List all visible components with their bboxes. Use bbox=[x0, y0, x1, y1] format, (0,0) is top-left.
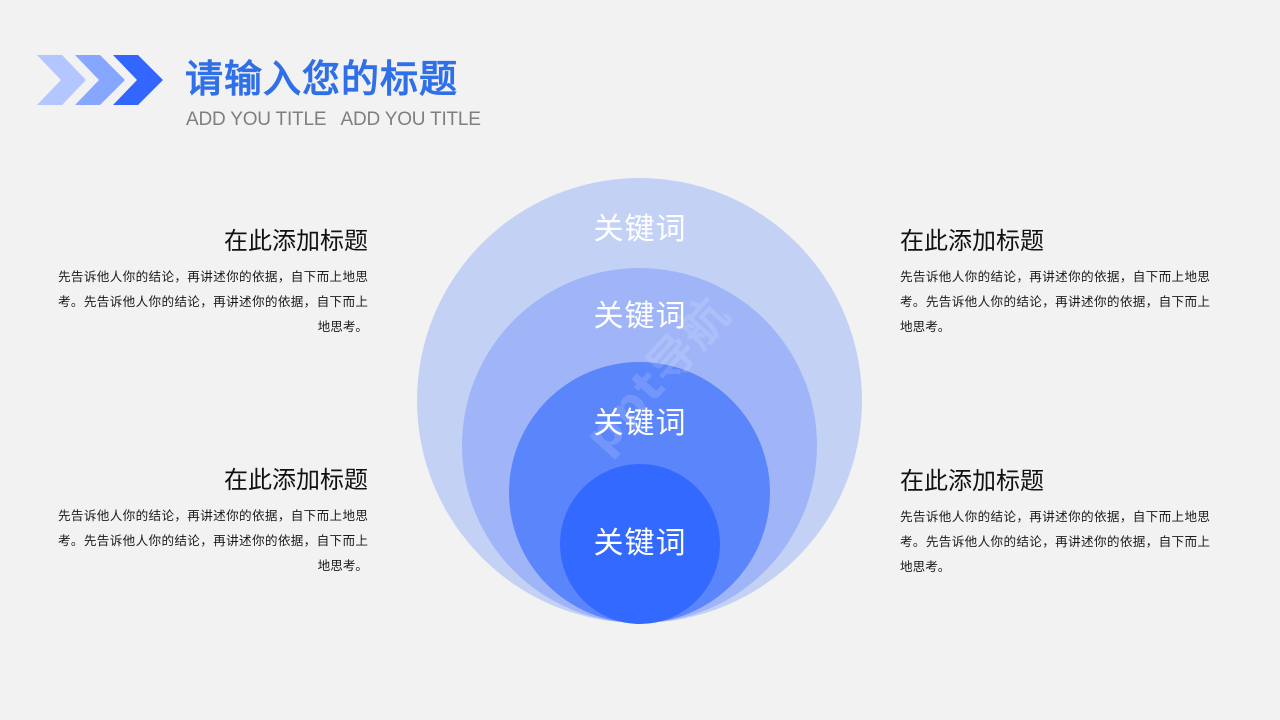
text-block-bottom-right: 在此添加标题 先告诉他人你的结论，再讲述你的依据，自下而上地思考。先告诉他人你的… bbox=[900, 464, 1210, 579]
text-block-top-right: 在此添加标题 先告诉他人你的结论，再讲述你的依据，自下而上地思考。先告诉他人你的… bbox=[900, 224, 1210, 339]
keyword-level-4: 关键词 bbox=[593, 526, 687, 561]
block-body: 先告诉他人你的结论，再讲述你的依据，自下而上地思考。先告诉他人你的结论，再讲述你… bbox=[58, 269, 368, 334]
block-body: 先告诉他人你的结论，再讲述你的依据，自下而上地思考。先告诉他人你的结论，再讲述你… bbox=[900, 509, 1210, 574]
block-body: 先告诉他人你的结论，再讲述你的依据，自下而上地思考。先告诉他人你的结论，再讲述你… bbox=[58, 508, 368, 573]
circle-level-4 bbox=[560, 464, 720, 624]
text-block-top-left: 在此添加标题 先告诉他人你的结论，再讲述你的依据，自下而上地思考。先告诉他人你的… bbox=[58, 224, 368, 339]
block-heading: 在此添加标题 bbox=[224, 227, 368, 255]
keyword-level-3: 关键词 bbox=[593, 406, 687, 441]
block-heading: 在此添加标题 bbox=[900, 467, 1044, 495]
page-subtitle: ADD YOU TITLE ADD YOU TITLE bbox=[186, 109, 481, 130]
block-heading: 在此添加标题 bbox=[224, 466, 368, 494]
text-block-bottom-left: 在此添加标题 先告诉他人你的结论，再讲述你的依据，自下而上地思考。先告诉他人你的… bbox=[58, 463, 368, 578]
keyword-level-2: 关键词 bbox=[593, 299, 687, 334]
block-heading: 在此添加标题 bbox=[900, 227, 1044, 255]
block-body: 先告诉他人你的结论，再讲述你的依据，自下而上地思考。先告诉他人你的结论，再讲述你… bbox=[900, 269, 1210, 334]
keyword-level-1: 关键词 bbox=[593, 212, 687, 247]
page-title: 请输入您的标题 bbox=[185, 57, 459, 101]
chevron-arrows-icon bbox=[37, 55, 163, 105]
